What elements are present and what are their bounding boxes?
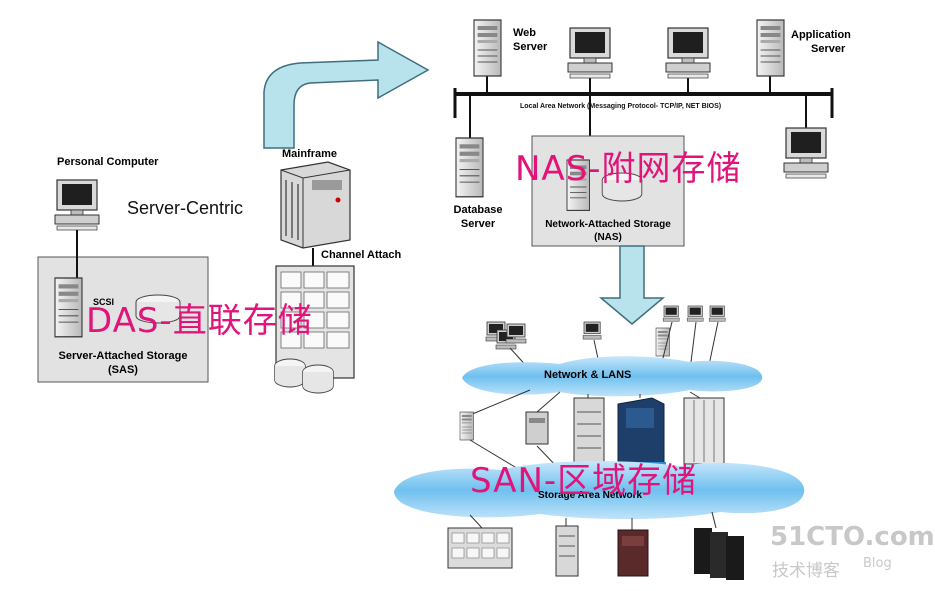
scsi-label: SCSI (93, 297, 115, 307)
storage-architecture-diagram (37, 19, 834, 580)
network-ws-icon-c (708, 305, 726, 322)
database-server-tower-icon (455, 137, 484, 198)
web-server-label-line2: Server (513, 41, 548, 53)
database-server-label-line2: Server (460, 218, 496, 230)
lan-workstation-icon-3 (783, 127, 829, 179)
network-ws-icon-b (686, 305, 704, 322)
storage-area-network-cloud (394, 461, 805, 520)
san-rack-icon-1 (525, 411, 549, 445)
web-server-tower-icon (473, 19, 502, 77)
network-lans-cloud (462, 356, 763, 397)
curved-arrow-icon (263, 40, 430, 149)
nas-label-line1: Network-Attached Storage (545, 219, 671, 230)
san-overlay-title: SAN-区域存储 (470, 461, 698, 501)
sas-label-line2: (SAS) (108, 364, 138, 376)
lan-workstation-icon-2 (665, 27, 711, 79)
network-lans-label: Network & LANS (544, 369, 632, 381)
personal-computer-label: Personal Computer (57, 156, 159, 168)
nas-label-line2: (NAS) (594, 232, 622, 243)
nas-overlay-title: NAS-附网存储 (515, 149, 742, 189)
mainframe-label: Mainframe (282, 148, 338, 160)
watermark-subtitle: 技术博客 (772, 561, 840, 581)
database-server-label-line1: Database (453, 204, 503, 216)
watermark-logo: 51CTO.com (770, 522, 935, 552)
application-server-label-line1: Application (791, 29, 851, 41)
san-tape-library-icon (447, 527, 513, 569)
san-small-server-icon (459, 411, 474, 441)
lan-label: Local Area Network (Messaging Protocol- … (520, 103, 722, 110)
server-centric-label: Server-Centric (127, 198, 244, 218)
mainframe-icon (280, 161, 351, 249)
das-server-tower-icon (54, 277, 83, 338)
web-server-label-line1: Web (513, 27, 537, 39)
personal-computer-icon (54, 179, 100, 231)
network-workstation-cluster-icon (485, 321, 527, 350)
das-overlay-title: DAS-直联存储 (86, 301, 313, 341)
lan-workstation-icon-1 (567, 27, 613, 79)
san-rack-icon-2 (573, 397, 605, 471)
channel-attach-label: Channel Attach (321, 249, 402, 261)
san-storage-array-icon (614, 397, 666, 470)
san-black-cluster-icon (694, 528, 744, 580)
network-ws-icon-a (662, 305, 680, 322)
watermark-blog: Blog (863, 556, 892, 571)
down-arrow-icon (598, 245, 666, 325)
storage-area-network-label: Storage Area Network (538, 490, 643, 501)
san-bottom-rack-icon (555, 525, 579, 577)
application-server-tower-icon (756, 19, 785, 77)
application-server-label-line2: Server (811, 43, 846, 55)
san-cabinet-icon (683, 397, 725, 465)
sas-label-line1: Server-Attached Storage (58, 350, 188, 362)
san-maroon-array-icon (617, 529, 649, 577)
network-terminal-icon (582, 321, 602, 340)
